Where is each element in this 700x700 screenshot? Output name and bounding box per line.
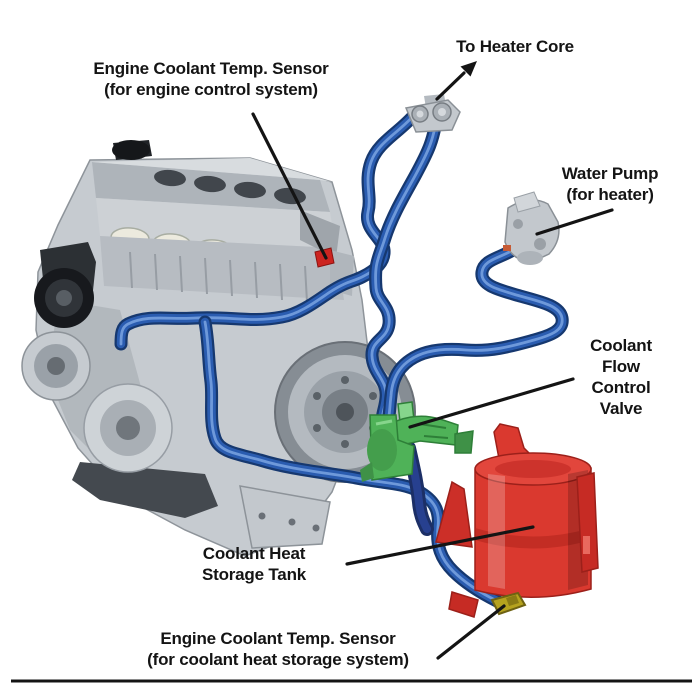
label-engine-coolant-temp-sensor-storage: Engine Coolant Temp. Sensor (for coolant…	[98, 628, 458, 670]
oil-cap	[112, 140, 152, 160]
label-coolant-flow-control-valve: Coolant Flow Control Valve	[561, 335, 681, 419]
leader-tank-sensor	[436, 604, 506, 660]
label-to-heater-core: To Heater Core	[432, 36, 598, 57]
label-line: Engine Coolant Temp. Sensor	[93, 59, 329, 78]
bracket-bolts	[258, 512, 320, 532]
coolant-heat-storage-tank	[435, 423, 599, 618]
label-line: Engine Coolant Temp. Sensor	[160, 629, 396, 648]
label-line: Coolant Heat	[202, 544, 306, 563]
label-line: To Heater Core	[456, 37, 574, 56]
leader-storage-tank	[345, 525, 535, 566]
leader-engine-sensor	[251, 112, 328, 260]
coolant-flow-control-valve	[360, 401, 474, 482]
crank-pulley	[21, 331, 91, 401]
oil-pan	[72, 462, 218, 518]
label-coolant-heat-storage-tank: Coolant Heat Storage Tank	[171, 543, 337, 585]
label-line: Coolant	[590, 336, 652, 355]
alternator	[34, 242, 96, 328]
engine-block	[21, 140, 416, 557]
leader-water-pump	[535, 208, 614, 236]
engine-mount-bracket	[239, 485, 331, 549]
label-line: Valve	[599, 399, 643, 418]
label-line: (for heater)	[566, 185, 654, 204]
intake-runner	[300, 210, 340, 258]
water-pump	[503, 191, 560, 265]
label-line: Control	[591, 378, 651, 397]
block-ribs	[129, 251, 308, 303]
mid-block	[100, 236, 344, 300]
leader-flow-valve	[408, 377, 575, 429]
cylinder-head-band	[96, 198, 336, 248]
label-line: (for engine control system)	[104, 80, 318, 99]
idler-pulley	[83, 383, 173, 473]
valve-cover-top-face	[92, 158, 332, 182]
label-line: (for coolant heat storage system)	[147, 650, 409, 669]
label-line: Flow	[602, 357, 640, 376]
valve-cover-recesses	[154, 169, 306, 205]
heater-core-fitting	[404, 94, 461, 133]
label-water-pump: Water Pump (for heater)	[532, 163, 688, 205]
arrow-to-heater-core	[435, 61, 477, 101]
label-line: Water Pump	[561, 164, 659, 183]
label-engine-coolant-temp-sensor-engine: Engine Coolant Temp. Sensor (for engine …	[50, 58, 372, 100]
label-line: Storage Tank	[201, 565, 307, 584]
